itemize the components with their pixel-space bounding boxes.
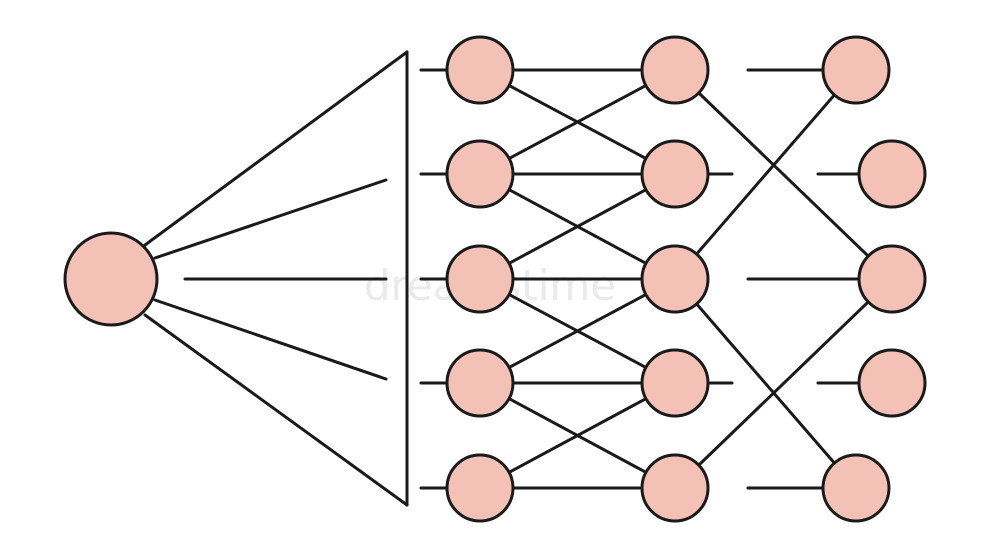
hidden1-node: [445, 453, 515, 523]
output-node: [821, 35, 891, 105]
edge: [478, 172, 677, 281]
hidden2-node: [640, 244, 710, 314]
hidden1-node: [445, 348, 515, 418]
edge: [673, 277, 858, 490]
edge: [478, 381, 677, 490]
nodes: [63, 35, 927, 523]
output-connections: [673, 68, 894, 490]
hidden1-node: [445, 35, 515, 105]
edge: [673, 68, 858, 281]
input-stubs: [419, 68, 449, 490]
output-node: [857, 139, 927, 209]
edge: [673, 277, 894, 490]
edge: [673, 68, 894, 281]
hidden1-node: [445, 139, 515, 209]
output-node: [857, 348, 927, 418]
input-fan: [143, 50, 409, 507]
fan-ray-lower: [153, 298, 388, 381]
fan-edge-bottom: [143, 313, 409, 507]
fan-ray-upper: [153, 178, 388, 260]
hidden2-node: [640, 348, 710, 418]
hidden2-stubs: [706, 172, 734, 385]
fan-edge-top: [143, 50, 409, 247]
hidden2-node: [640, 139, 710, 209]
output-node: [857, 244, 927, 314]
hidden2-node: [640, 453, 710, 523]
input-node: [63, 231, 159, 327]
hidden2-node: [640, 35, 710, 105]
hidden1-node: [445, 244, 515, 314]
edge: [478, 277, 677, 385]
edge: [478, 68, 677, 176]
output-node: [821, 453, 891, 523]
output-stubs: [746, 68, 860, 490]
